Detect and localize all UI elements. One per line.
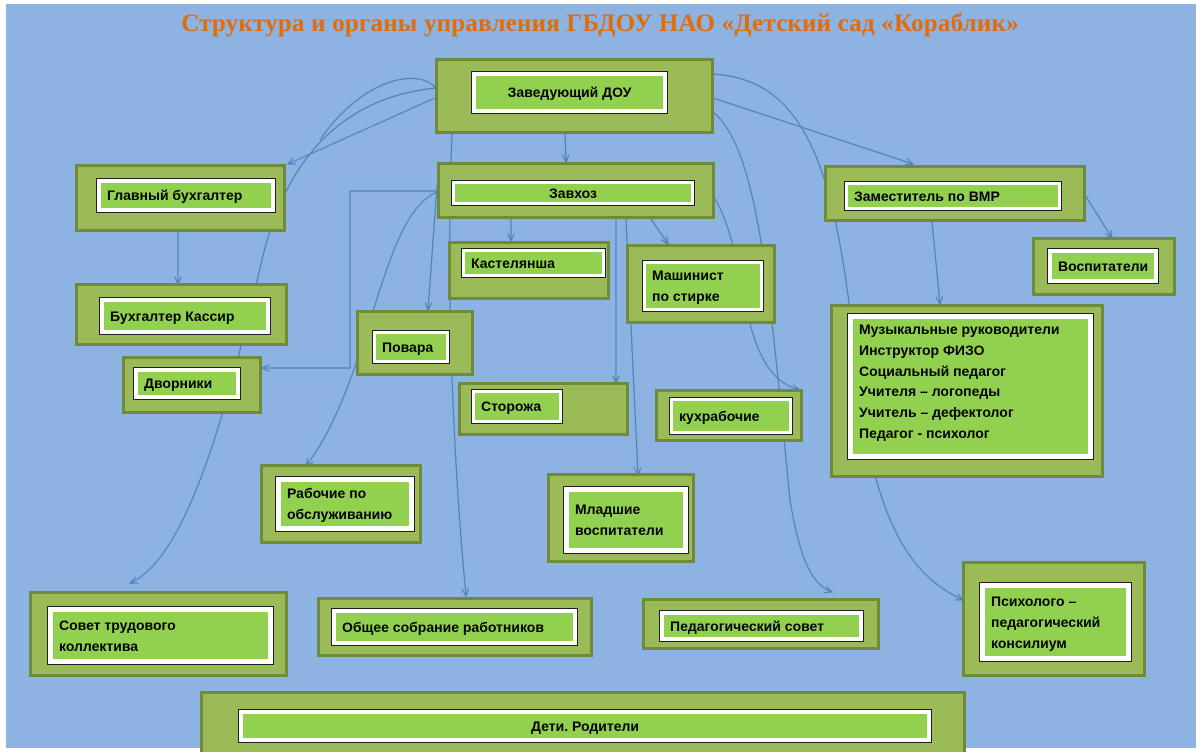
node-cooks: Повара — [356, 310, 474, 376]
node-pmpk: Психолого – педагогический консилиум — [962, 561, 1146, 677]
specialist-item: Педагог - психолог — [859, 424, 990, 441]
specialist-item: Социальный педагог — [859, 362, 1007, 379]
node-general-meeting: Общее собрание работников — [317, 597, 593, 657]
arrow-head-to-deputy — [712, 97, 913, 164]
node-specialists: Музыкальные руководители Инструктор ФИЗО… — [830, 304, 1104, 478]
node-pmpk-line3: консилиум — [991, 634, 1067, 651]
arrow-head-to-pedagogical-council — [712, 111, 832, 592]
node-labor-council-line1: Совет трудового — [59, 616, 176, 633]
node-linen-keeper-label: Кастелянша — [465, 252, 602, 274]
specialist-item: Учитель – дефектолог — [859, 404, 1014, 421]
node-chief-accountant-label: Главный бухгалтер — [101, 183, 271, 208]
arrow-supply-to-cooks — [428, 185, 438, 310]
node-teachers-label: Воспитатели — [1052, 253, 1154, 279]
specialist-item: Учителя – логопеды — [859, 383, 1001, 400]
node-specialists-list: Музыкальные руководители Инструктор ФИЗО… — [853, 319, 1088, 454]
node-pedagogical-council-label: Педагогический совет — [664, 615, 859, 637]
node-junior-teachers-label: Младшие воспитатели — [569, 492, 683, 548]
node-linen-keeper: Кастелянша — [448, 241, 610, 300]
arrow-head-to-chief-accountant — [288, 96, 438, 164]
node-labor-council-label: Совет трудового коллектива — [53, 612, 268, 659]
node-janitors: Дворники — [122, 356, 262, 414]
node-labor-council: Совет трудового коллектива — [29, 591, 288, 677]
node-teachers: Воспитатели — [1032, 237, 1176, 296]
specialist-item: Музыкальные руководители — [859, 321, 1060, 337]
node-chief-accountant: Главный бухгалтер — [75, 164, 286, 232]
node-washer-label: Машинист по стирке — [646, 264, 760, 308]
node-supply-manager: Завхоз — [437, 162, 715, 219]
arrow-supply-to-janitors — [262, 190, 437, 368]
node-cooks-label: Повара — [376, 334, 446, 360]
node-junior-teachers: Младшие воспитатели — [547, 473, 695, 563]
node-children-parents-label: Дети. Родители — [243, 714, 927, 738]
node-kitchen-workers: кухрабочие — [655, 389, 803, 442]
arrow-deputy-to-specialists — [931, 221, 940, 304]
arrow-deputy-to-teachers — [1084, 194, 1112, 238]
node-guards-label: Сторожа — [475, 393, 559, 420]
node-children-parents: Дети. Родители — [200, 691, 966, 752]
node-janitors-label: Дворники — [138, 372, 236, 395]
node-junior-teachers-line1: Младшие — [575, 501, 641, 517]
node-junior-teachers-line2: воспитатели — [575, 522, 664, 538]
node-maintenance-line2: обслуживанию — [287, 506, 393, 522]
node-maintenance-label: Рабочие по обслуживанию — [281, 482, 409, 526]
node-guards: Сторожа — [458, 382, 629, 436]
specialist-item: Инструктор ФИЗО — [859, 341, 985, 358]
node-accountant-cashier-label: Бухгалтер Кассир — [104, 302, 266, 330]
node-pedagogical-council: Педагогический совет — [642, 598, 880, 650]
node-maintenance-line1: Рабочие по — [287, 485, 367, 501]
node-head: Заведующий ДОУ — [435, 58, 714, 134]
node-supply-manager-label: Завхоз — [455, 184, 691, 202]
diagram-title: Структура и органы управления ГБДОУ НАО … — [181, 10, 1019, 37]
arrow-head-top-loop — [319, 77, 438, 141]
arrow-supply-to-washer — [650, 218, 668, 244]
node-pmpk-line1: Психолого – — [991, 592, 1077, 609]
node-deputy-vmr: Заместитель по ВМР — [824, 165, 1086, 222]
node-labor-council-line2: коллектива — [59, 637, 139, 654]
node-head-label: Заведующий ДОУ — [476, 76, 663, 109]
arrow-head-to-labor-council — [130, 87, 438, 583]
node-maintenance: Рабочие по обслуживанию — [260, 464, 422, 544]
node-deputy-vmr-label: Заместитель по ВМР — [848, 185, 1058, 207]
node-pmpk-line2: педагогический — [991, 613, 1101, 630]
arrow-supply-to-maintenance — [306, 191, 438, 466]
node-general-meeting-label: Общее собрание работников — [336, 613, 573, 641]
node-kitchen-workers-label: кухрабочие — [673, 401, 789, 431]
node-accountant-cashier: Бухгалтер Кассир — [75, 283, 288, 346]
node-pmpk-label: Психолого – педагогический консилиум — [985, 588, 1126, 656]
node-washer-line2: по стирке — [652, 288, 720, 304]
node-washer-line1: Машинист — [652, 267, 724, 283]
arrow-head-to-supply-manager — [565, 133, 566, 162]
node-washer: Машинист по стирке — [626, 244, 776, 324]
